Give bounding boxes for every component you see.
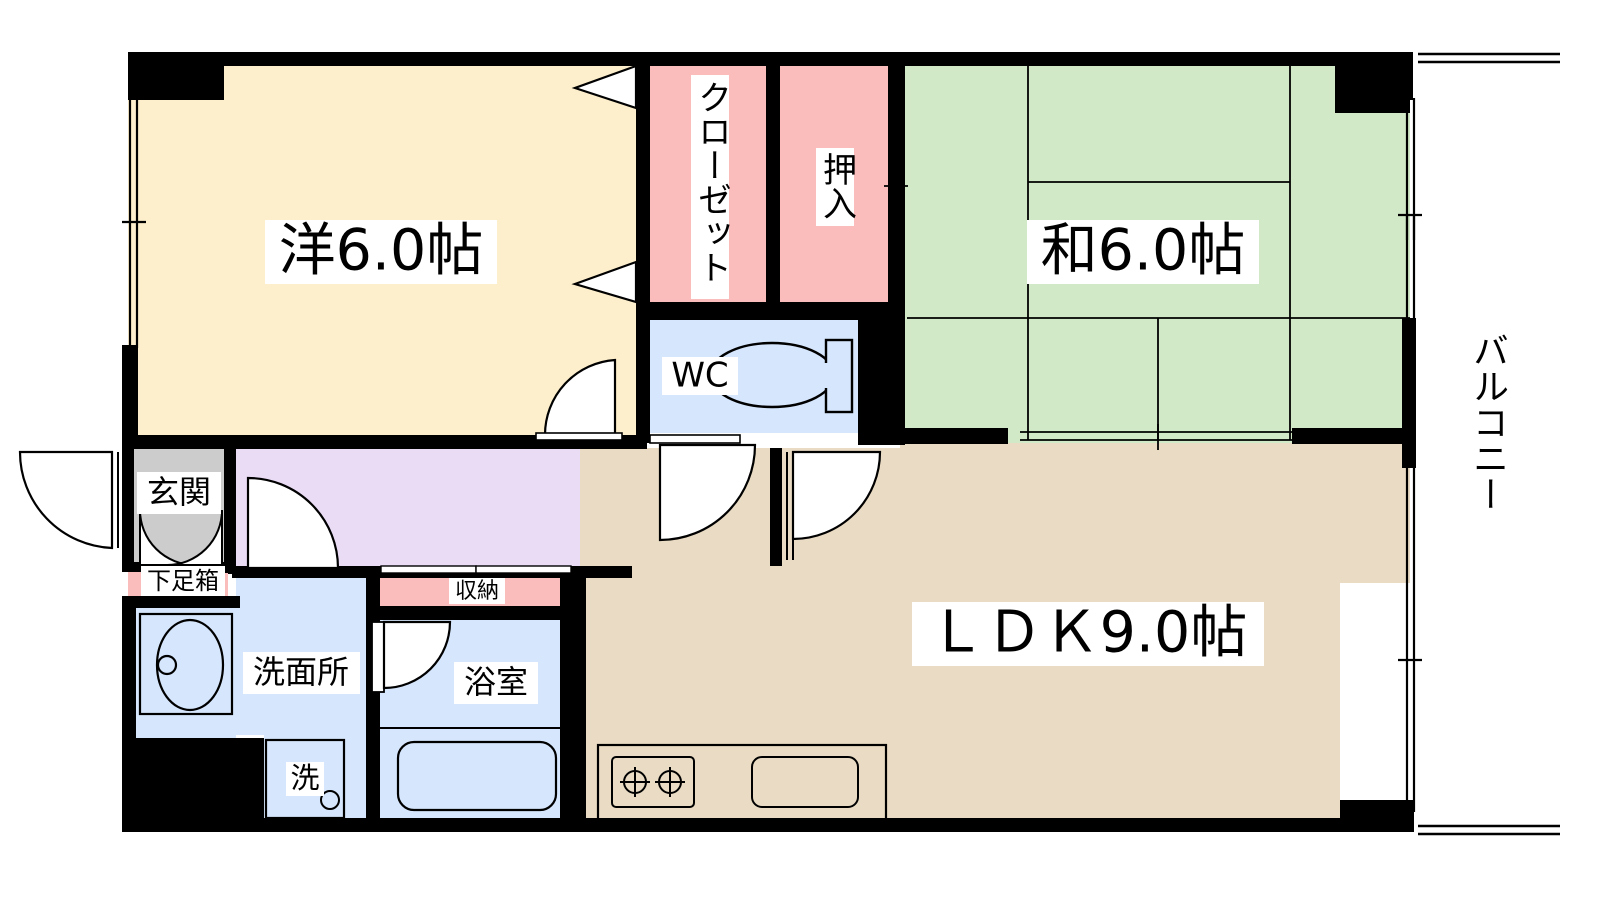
door-swing-genkan-right [166, 509, 223, 566]
door-swing-bath [382, 620, 452, 690]
room-label-bath: 浴室 [464, 663, 528, 701]
kitchen-sink-fixture [751, 756, 859, 808]
label-bg-wc [662, 357, 738, 395]
wall-closet-left [636, 58, 650, 310]
wall-corridor-left [228, 448, 236, 574]
shuno-door-track-right [475, 565, 572, 574]
label-bg-closet [691, 75, 729, 299]
closet-folding-door-lower [571, 260, 638, 304]
room-label-balcony: バルコニー [1467, 332, 1508, 512]
wall-block-topleft [128, 52, 224, 100]
wall-wc-right [858, 310, 905, 445]
label-bg-tatami [1027, 220, 1259, 284]
wall-right-bottom [1402, 800, 1414, 832]
wall-right-top [1402, 52, 1413, 100]
room-label-western: 洋6.0帖 [279, 218, 484, 284]
label-bg-balcony [1466, 328, 1506, 558]
door-swing-entrance [18, 450, 114, 550]
wall-getabako-bottom [122, 596, 240, 608]
door-frame-bath [371, 621, 385, 693]
wall-right-middle [1402, 318, 1416, 468]
wall-corridor-bottom-2 [572, 566, 632, 578]
closet-folding-door-upper [571, 64, 638, 110]
label-bg-ldk [912, 602, 1264, 666]
room-label-sentaku: 洗 [290, 761, 319, 795]
room-label-shuno: 収納 [455, 579, 499, 604]
wall-ldk-corner-step [1340, 800, 1402, 822]
wall-genkan-left [122, 449, 134, 571]
room-label-ldk: ＬＤＫ9.0帖 [929, 600, 1248, 666]
label-bg-genkan [137, 472, 221, 514]
room-label-closet: クローゼット [692, 80, 732, 284]
kitchen-counter [596, 743, 888, 822]
label-bg-bath [454, 662, 538, 704]
room-label-wc: WC [671, 356, 728, 396]
room-label-tatami: 和6.0帖 [1041, 218, 1246, 284]
label-bg-western [265, 220, 497, 284]
label-bg-shuno [449, 578, 505, 604]
door-sill-western [535, 432, 623, 441]
room-label-oshiire: 押入 [817, 152, 857, 220]
wall-western-bottom [122, 435, 647, 449]
bathtub-fixture [396, 740, 558, 812]
wall-left-bottom [122, 608, 136, 830]
wall-tatami-bottom-right [1292, 428, 1410, 444]
label-bg-getabako [141, 566, 225, 596]
gas-stove-fixture [611, 756, 695, 808]
label-bg-oshiire [816, 148, 854, 226]
wall-corridor-ldk [770, 448, 782, 566]
wall-ldk-left [572, 566, 586, 824]
door-swing-wc [658, 443, 757, 542]
wall-bottom [122, 818, 1413, 832]
room-label-senmenjo: 洗面所 [253, 653, 349, 691]
door-swing-western [543, 358, 617, 437]
door-sill-wc [649, 434, 741, 444]
faucet-icon [156, 654, 178, 676]
wall-wc-left [636, 318, 650, 443]
door-swing-ldk [791, 450, 882, 541]
label-bg-sentaku [286, 762, 324, 796]
washer-drain-icon [320, 790, 340, 810]
room-fill-ldk-right [900, 443, 1410, 583]
wall-closet-bottom [636, 302, 905, 320]
wall-block-bottomleft [136, 738, 264, 830]
room-label-getabako: 下足箱 [147, 567, 219, 595]
wall-closet-oshiire-divider [766, 58, 780, 310]
wall-left-lower [122, 345, 138, 445]
wall-oshiire-right [888, 58, 905, 310]
wall-block-topright [1337, 52, 1413, 100]
wall-bath-left [366, 566, 380, 828]
door-swing-washroom [246, 476, 340, 570]
wall-shuno-bottom [366, 606, 574, 620]
shuno-door-track-left [380, 565, 477, 574]
wall-tatami-bottom-left [888, 428, 1008, 444]
toilet-join [812, 363, 834, 388]
label-bg-senmenjo [243, 652, 360, 694]
room-label-genkan: 玄関 [147, 473, 211, 511]
